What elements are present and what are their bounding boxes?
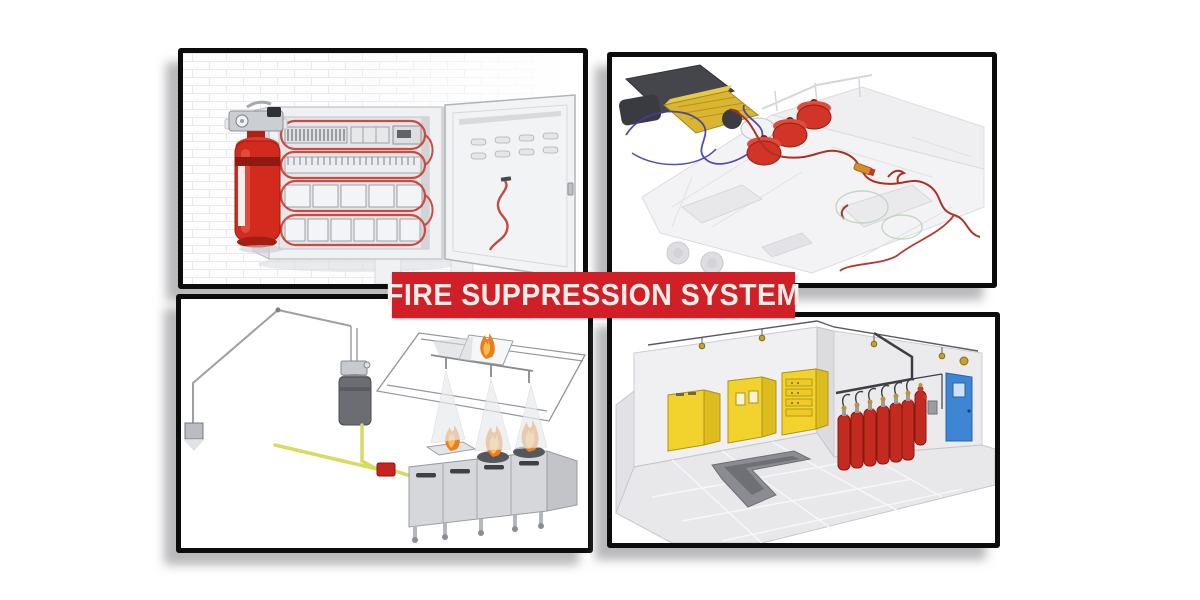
photo-frame-vehicle-system [607, 52, 997, 288]
ceiling-pipes-and-nozzles [647, 320, 979, 360]
door-detection-tube [488, 180, 509, 251]
yellow-engine [662, 90, 760, 134]
agent-cylinder [338, 360, 372, 426]
spray-cones [430, 370, 548, 452]
tube-clamp [500, 176, 512, 182]
alarm-bell [959, 356, 969, 366]
illustration-equipment-room [612, 317, 995, 543]
red-distribution-tubing [729, 108, 981, 272]
pilot-cylinder [914, 383, 927, 446]
blue-detection-tubing [625, 104, 764, 166]
door-vents [470, 132, 559, 160]
photo-frame-kitchen-system [176, 294, 593, 553]
illustration-kitchen-system [181, 299, 588, 548]
title-banner: FIRE SUPPRESSION SYSTEM [386, 272, 800, 318]
range-legs [412, 512, 544, 543]
cabinet-door-open [441, 94, 576, 280]
red-cylinder-bank [837, 383, 927, 471]
breaker-rows [284, 125, 423, 242]
illustration-electrical-cabinet [183, 53, 583, 284]
drawer-handles [416, 461, 539, 478]
photo-frame-electrical-cabinet [178, 48, 588, 289]
manifold-piping [835, 331, 943, 409]
blue-door [945, 356, 973, 442]
illustration-vehicle-system [612, 57, 992, 283]
yellow-electrical-cabinets [667, 368, 829, 452]
release-valve [376, 462, 396, 477]
red-detection-tube-loops [279, 119, 434, 247]
extinguisher-label-strip [238, 166, 245, 226]
red-suppressant-tanks [746, 99, 832, 166]
manual-actuator-handle [853, 162, 876, 177]
corner-nozzle [183, 422, 205, 451]
photo-frame-equipment-room [607, 312, 1000, 548]
door-latch [567, 182, 574, 196]
hood-flame-tray [433, 333, 514, 366]
wall-devices [923, 395, 938, 415]
fire-extinguisher-cylinder [224, 100, 288, 253]
green-ghost-hoses [835, 190, 923, 240]
title-banner-text: FIRE SUPPRESSION SYSTEM [386, 277, 801, 312]
engine-block [618, 64, 776, 141]
floor-cable-trench [711, 450, 812, 508]
cabinet-shadow [258, 256, 458, 272]
detection-conduit [192, 307, 358, 423]
